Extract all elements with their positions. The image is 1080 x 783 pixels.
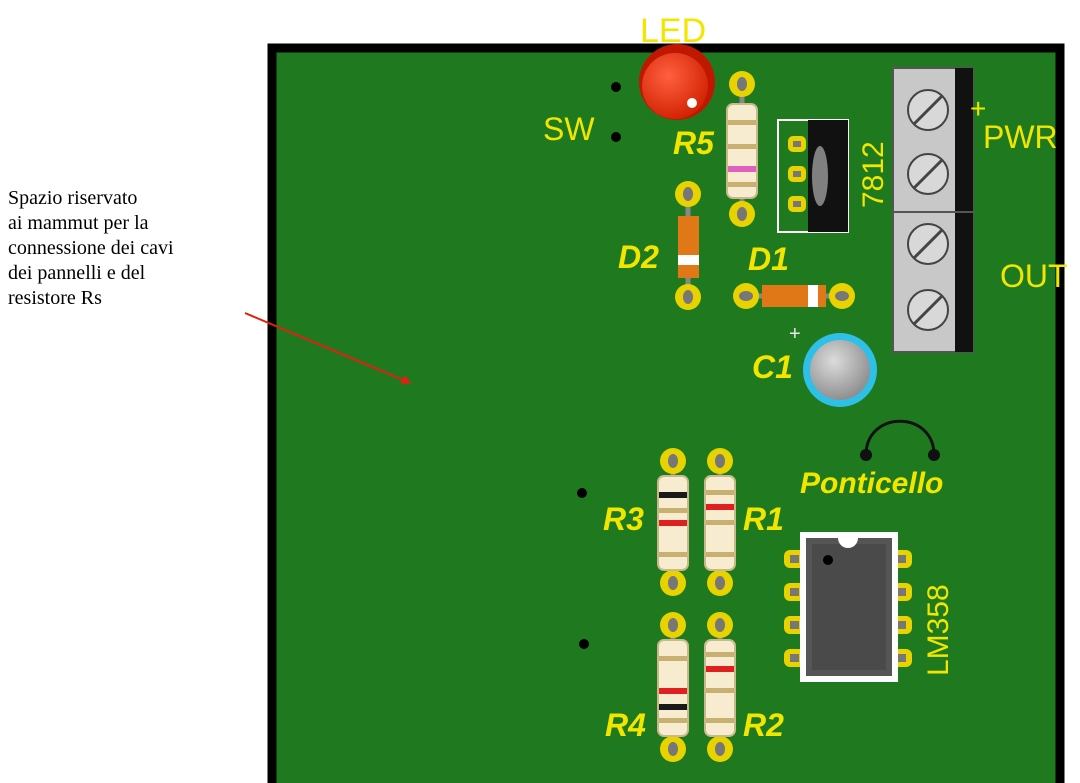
sw-pin [611,82,621,92]
r1-label: R1 [743,501,784,537]
r4-label: R4 [605,707,646,743]
annotation-line: ai mammut per la [8,212,149,234]
screw-terminal [907,289,949,331]
pin-dot [579,639,589,649]
pwr-plus-label: + [970,93,986,124]
terminal-block [892,67,974,353]
ic-lm358 [784,532,912,682]
annotation-line: connessione dei cavi [8,237,174,259]
diode-d1 [733,283,855,309]
d1-label: D1 [748,241,789,277]
regulator-7812 [777,119,849,233]
screw-terminal [907,89,949,131]
resistor-r1 [704,448,736,596]
regulator-label: 7812 [857,141,890,208]
annotation-line: Spazio riservato [8,187,138,209]
resistor-r3 [657,448,689,596]
out-label: OUT [1000,258,1068,294]
c1-label: C1 [752,349,793,385]
d2-label: D2 [618,239,659,275]
screw-terminal [907,223,949,265]
pwr-label: PWR [983,119,1058,155]
led-component [639,44,715,120]
c1-plus-label: + [789,323,801,345]
ponticello-label: Ponticello [800,467,943,500]
screw-terminal [907,153,949,195]
sw-label: SW [543,111,595,147]
pin-dot [577,488,587,498]
capacitor-c1 [803,333,877,407]
ic-label: LM358 [922,584,955,676]
r3-label: R3 [603,501,644,537]
annotation-line: dei pannelli e del [8,262,146,284]
resistor-r2 [704,612,736,762]
pointer-arrow [244,312,412,385]
sw-pin [611,132,621,142]
r5-label: R5 [673,125,715,161]
led-label: LED [640,12,706,50]
annotation-text: Spazio riservato ai mammut per la connes… [8,186,268,311]
jumper-ponticello [860,419,940,461]
resistor-r4 [657,612,689,762]
resistor-r5 [726,71,758,227]
diode-d2 [675,181,701,310]
annotation-line: resistore Rs [8,287,102,309]
r2-label: R2 [743,707,784,743]
